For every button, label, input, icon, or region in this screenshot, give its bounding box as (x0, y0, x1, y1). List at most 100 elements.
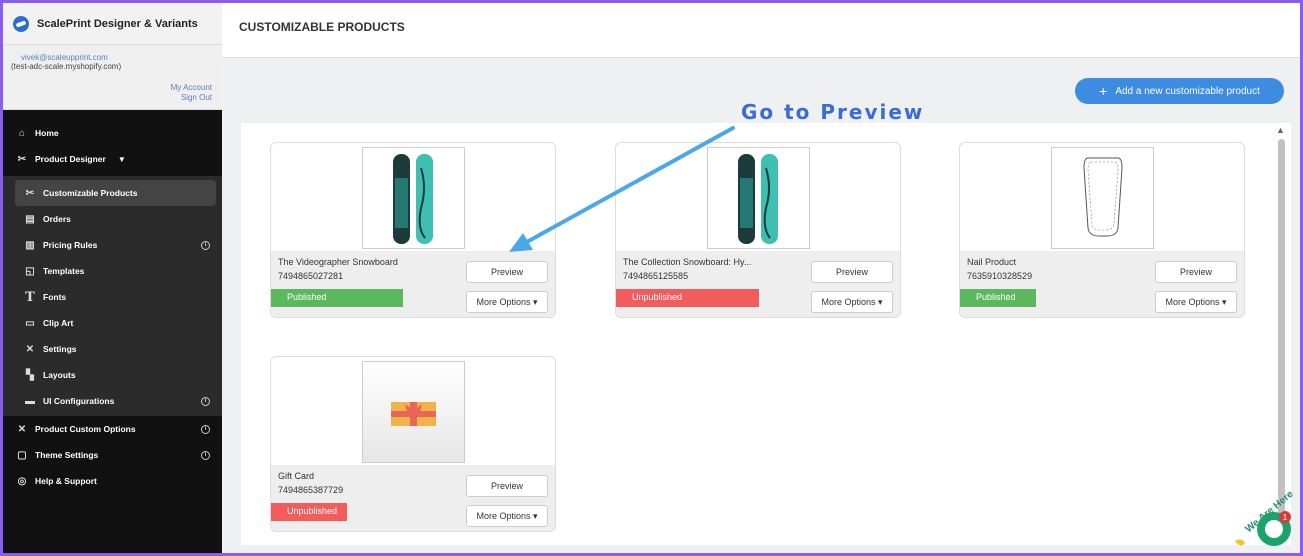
sidebar-item-layouts[interactable]: ▚ Layouts (3, 362, 222, 388)
layouts-icon: ▚ (26, 369, 34, 381)
products-panel: The Videographer Snowboard 7494865027281… (241, 123, 1291, 545)
sidebar-item-clip-art[interactable]: ▭ Clip Art (3, 310, 222, 336)
preview-button[interactable]: Preview (1155, 261, 1237, 283)
sidebar-item-templates[interactable]: ◱ Templates (3, 258, 222, 284)
chat-badge: 1 (1283, 513, 1288, 522)
product-name: The Collection Snowboard: Hy... (623, 257, 752, 267)
templates-icon: ◱ (25, 265, 35, 277)
sidebar-item-label: Home (35, 128, 59, 138)
top-bar: CUSTOMIZABLE PRODUCTS (222, 3, 1300, 58)
status-badge: Published (271, 289, 403, 307)
product-thumbnail[interactable] (707, 147, 810, 249)
scrollbar[interactable]: ▲ (1274, 123, 1288, 545)
product-card: The Collection Snowboard: Hy... 74948651… (615, 142, 901, 318)
preview-button[interactable]: Preview (466, 475, 548, 497)
info-icon[interactable]: i (201, 450, 210, 460)
home-icon: ⌂ (18, 127, 26, 139)
account-panel: vivek@scaleupprint.com (test-adc-scale.m… (3, 45, 222, 110)
preview-button[interactable]: Preview (811, 261, 893, 283)
chat-widget[interactable]: We Are Here 1 (1229, 481, 1299, 551)
sidebar-item-orders[interactable]: ▤ Orders (3, 206, 222, 232)
more-options-button[interactable]: More Options ▾ (811, 291, 893, 313)
account-store: (test-adc-scale.myshopify.com) (11, 62, 122, 71)
product-name: Nail Product (967, 257, 1017, 267)
main-content: + Add a new customizable product (222, 58, 1300, 553)
more-options-button[interactable]: More Options ▾ (1155, 291, 1237, 313)
scissors-icon: ✂ (25, 187, 35, 199)
sidebar-item-product-designer[interactable]: ✂ Product Designer ▼ (3, 146, 222, 172)
product-designer-submenu: ✂ Customizable Products ▤ Orders ▥ Prici… (3, 176, 222, 416)
scroll-up-icon[interactable]: ▲ (1276, 125, 1285, 135)
product-thumbnail[interactable] (362, 147, 465, 249)
status-badge: Unpublished (616, 289, 759, 307)
nail-image (1083, 157, 1123, 237)
scrollbar-thumb[interactable] (1278, 139, 1285, 519)
status-badge: Unpublished (271, 503, 347, 521)
sidebar-item-ui-configurations[interactable]: ▬ UI Configurations i (3, 388, 222, 414)
product-card: The Videographer Snowboard 7494865027281… (270, 142, 556, 318)
preview-button[interactable]: Preview (466, 261, 548, 283)
sidebar-nav: ⌂ Home ✂ Product Designer ▼ ✂ Customizab… (3, 110, 222, 494)
sidebar-item-home[interactable]: ⌂ Home (3, 120, 222, 146)
product-id: 7494865125585 (623, 271, 689, 281)
more-options-button[interactable]: More Options ▾ (466, 291, 548, 313)
annotation-text: Go to Preview (741, 100, 925, 124)
snowboard-image (738, 154, 778, 244)
product-thumbnail[interactable] (362, 361, 465, 463)
info-icon[interactable]: i (201, 424, 210, 434)
sidebar-item-label: UI Configurations (43, 396, 115, 406)
chat-icon: We Are Here 1 (1235, 489, 1296, 546)
info-icon[interactable]: i (201, 240, 210, 250)
product-name: Gift Card (278, 471, 315, 481)
sidebar-item-label: Fonts (43, 292, 67, 302)
sidebar-item-label: Templates (43, 266, 85, 276)
font-icon: T (25, 289, 35, 305)
orders-icon: ▤ (25, 213, 35, 225)
product-card: Nail Product 7635910328529 Preview More … (959, 142, 1245, 318)
sidebar-item-product-custom-options[interactable]: ✕ Product Custom Options i (3, 416, 222, 442)
help-icon: ◎ (17, 475, 27, 487)
sidebar-item-label: Orders (43, 214, 71, 224)
add-product-label: Add a new customizable product (1115, 85, 1260, 97)
product-card: Gift Card 7494865387729 Preview More Opt… (270, 356, 556, 532)
tools-icon: ✕ (17, 423, 27, 435)
page-title: CUSTOMIZABLE PRODUCTS (239, 20, 405, 34)
my-account-link[interactable]: My Account (170, 83, 212, 92)
scissors-icon: ✂ (17, 153, 27, 165)
product-name: The Videographer Snowboard (278, 257, 398, 267)
sidebar-item-fonts[interactable]: T Fonts (3, 284, 222, 310)
account-email: vivek@scaleupprint.com (21, 53, 108, 62)
add-customizable-product-button[interactable]: + Add a new customizable product (1075, 78, 1284, 104)
product-thumbnail[interactable] (1051, 147, 1154, 249)
ui-config-icon: ▬ (25, 395, 35, 407)
theme-icon: ▢ (17, 449, 27, 461)
sidebar-item-label: Help & Support (35, 476, 97, 486)
sidebar-item-label: Customizable Products (43, 188, 138, 198)
sidebar-item-pricing-rules[interactable]: ▥ Pricing Rules i (3, 232, 222, 258)
sidebar-item-settings[interactable]: ✕ Settings (3, 336, 222, 362)
sidebar-item-help-support[interactable]: ◎ Help & Support (3, 468, 222, 494)
sidebar-item-customizable-products[interactable]: ✂ Customizable Products (15, 180, 216, 206)
sidebar: ScalePrint Designer & Variants vivek@sca… (3, 3, 222, 553)
clipart-icon: ▭ (25, 317, 35, 329)
chevron-down-icon: ▼ (117, 154, 126, 164)
sidebar-item-label: Product Custom Options (35, 424, 136, 434)
sidebar-item-label: Settings (43, 344, 77, 354)
status-badge: Published (960, 289, 1036, 307)
snowboard-image (393, 154, 433, 244)
more-options-button[interactable]: More Options ▾ (466, 505, 548, 527)
product-id: 7494865027281 (278, 271, 344, 281)
plus-icon: + (1099, 83, 1108, 99)
sidebar-item-label: Pricing Rules (43, 240, 98, 250)
sidebar-item-label: Theme Settings (35, 450, 99, 460)
sign-out-link[interactable]: Sign Out (180, 93, 212, 102)
info-icon[interactable]: i (201, 396, 210, 406)
app-logo-icon (13, 15, 29, 32)
sidebar-item-theme-settings[interactable]: ▢ Theme Settings i (3, 442, 222, 468)
sidebar-item-label: Layouts (43, 370, 76, 380)
tools-icon: ✕ (25, 343, 35, 355)
sidebar-item-label: Product Designer (35, 154, 106, 164)
pricing-icon: ▥ (25, 239, 35, 251)
brand-bar[interactable]: ScalePrint Designer & Variants (3, 3, 222, 45)
